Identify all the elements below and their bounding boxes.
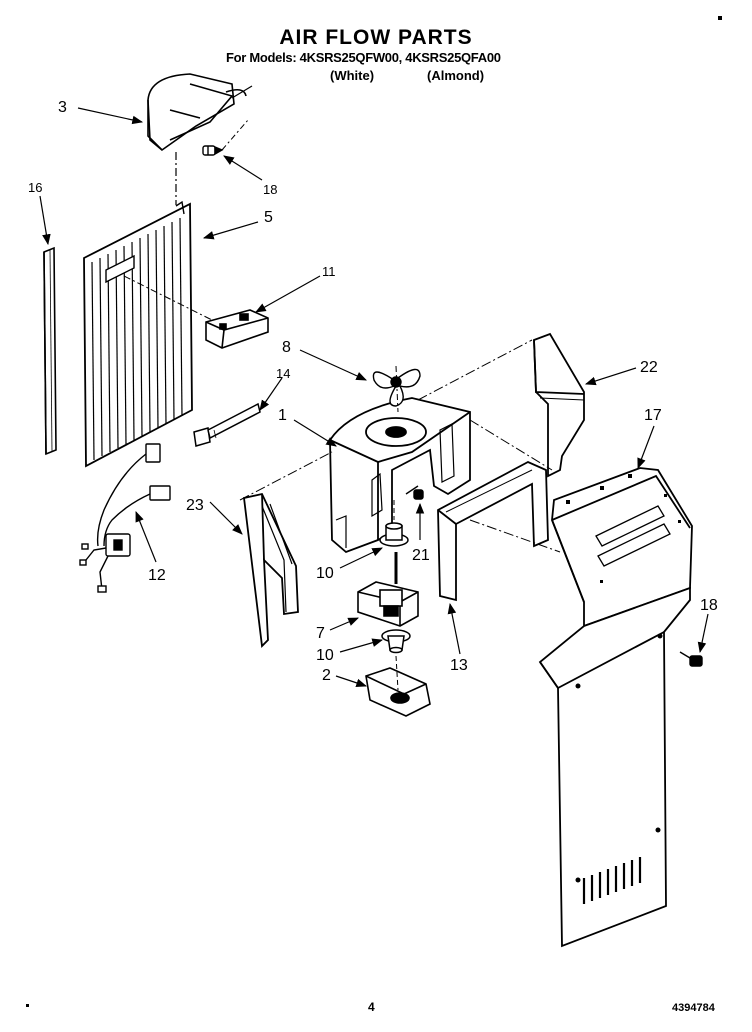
callout-11: 11 [322,264,336,279]
variant-almond-label: (Almond) [427,68,485,83]
assembly-centerline [123,275,217,323]
registration-mark [718,16,722,20]
part-1-fan-housing [329,397,471,554]
callout-labels: 3 16 18 5 11 8 14 1 22 17 23 21 12 10 7 … [28,99,718,684]
callout-21: 21 [412,547,430,564]
callout-5: 5 [264,209,273,226]
part-18-screw-upper [202,119,249,156]
part-14-heater [193,402,261,447]
callout-18-right: 18 [700,597,718,614]
part-13-air-channel [437,460,549,602]
part-21-screw [405,485,424,500]
part-2-motor-bracket [365,655,431,717]
callout-22: 22 [640,359,658,376]
callout-1: 1 [278,407,287,424]
variant-white-label: (White) [330,68,375,83]
callout-leaders [39,107,709,688]
page-number: 4 [368,1000,375,1014]
part-22-right-duct [533,332,585,478]
callout-23: 23 [186,497,204,514]
part-3-upper-duct [147,73,253,152]
callout-10-lower: 10 [316,647,334,664]
part-10-grommet-lower [381,629,411,654]
callout-17: 17 [644,407,662,424]
part-5-evaporator-panel [83,200,193,468]
part-8-fan-blade [372,365,421,413]
part-7-fan-motor [357,552,419,627]
part-17-rear-duct-panel [551,467,693,628]
part-10-grommet-upper [379,500,409,547]
callout-14: 14 [276,366,290,381]
callout-10: 10 [316,565,334,582]
callout-7: 7 [316,625,325,642]
callout-18: 18 [263,182,277,197]
callout-12: 12 [148,567,166,584]
part-11-clip [205,309,269,349]
document-number: 4394784 [672,1002,715,1014]
callout-16: 16 [28,180,42,195]
part-18-screw-right [679,651,703,667]
callout-13: 13 [450,657,468,674]
callout-8: 8 [282,339,291,356]
lower-rear-panel [538,586,691,948]
part-12-wire-harness [79,443,171,593]
part-23-left-duct [243,492,299,648]
callout-2: 2 [322,667,331,684]
part-16-foam-strip [43,246,57,456]
callout-3: 3 [58,99,67,116]
registration-mark [26,1004,29,1007]
assembly-centerlines [239,339,561,553]
page-title: AIR FLOW PARTS [279,26,473,49]
model-numbers: For Models: 4KSRS25QFW00, 4KSRS25QFA00 [226,50,501,65]
